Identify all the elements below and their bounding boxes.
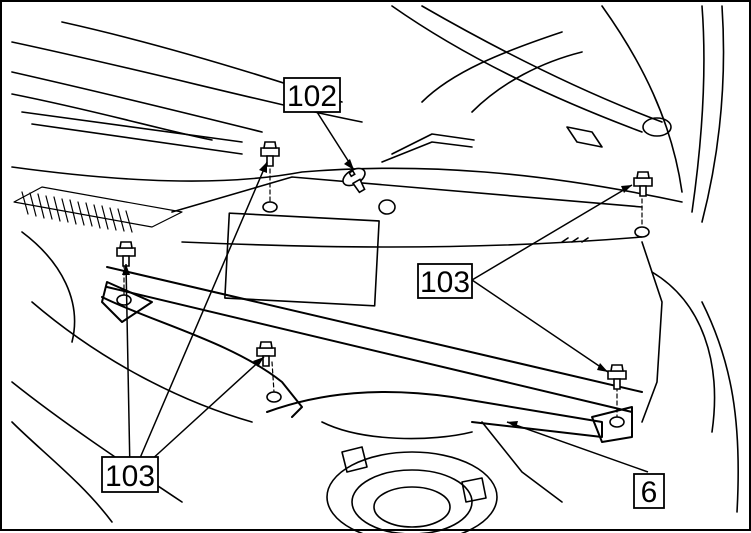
windshield — [11, 21, 363, 155]
hood — [391, 5, 725, 223]
strut-mount — [326, 446, 498, 533]
callout-6-label: 6 — [641, 476, 658, 509]
engine-bay — [11, 231, 739, 523]
callout-102-label: 102 — [287, 80, 337, 113]
bolt-icon — [260, 141, 280, 167]
leader-lines — [125, 111, 649, 473]
cowl-grille — [13, 186, 183, 233]
arrowheads — [122, 159, 632, 428]
alignment-lines — [123, 161, 643, 418]
strut-tower-bar — [101, 266, 643, 443]
callout-103-bottom: 103 — [101, 456, 159, 493]
bolt-icon — [116, 241, 136, 267]
callout-6: 6 — [633, 473, 665, 509]
callout-103-right-label: 103 — [420, 266, 470, 299]
clip-icon — [342, 167, 366, 194]
bolt-icon — [607, 364, 627, 390]
cowl-panel — [11, 133, 683, 307]
bolt-103-icons — [116, 141, 653, 390]
callout-103-right: 103 — [417, 263, 473, 299]
bolt-icon — [633, 171, 653, 197]
callout-103-bottom-label: 103 — [105, 460, 155, 493]
callout-102: 102 — [283, 77, 341, 113]
bolt-icon — [256, 341, 276, 367]
